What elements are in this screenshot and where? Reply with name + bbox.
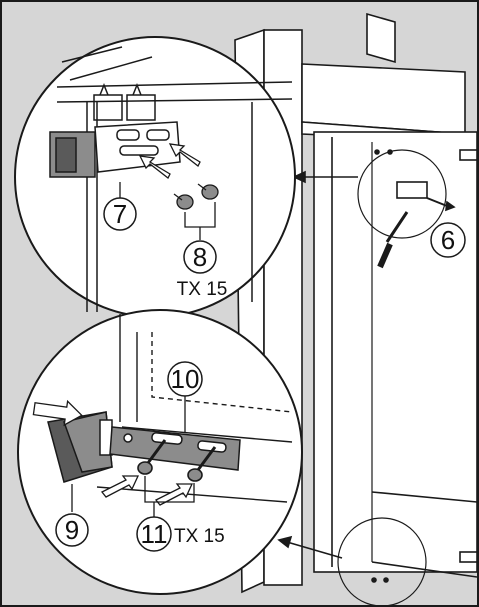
zoom-leader-top [292, 170, 358, 184]
callout-11-number: 11 [141, 519, 168, 549]
zoom-leader-bottom [277, 535, 343, 559]
callout-7-number: 7 [113, 199, 127, 229]
callout-11: 11 TX 15 [136, 516, 225, 552]
callout-6-number: 6 [441, 225, 455, 255]
callout-9: 9 [55, 513, 89, 547]
callout-7: 7 [103, 197, 137, 231]
callout-8: 8 TX 15 [177, 240, 228, 300]
detail-panel-top [14, 36, 296, 318]
screws-part-11 [137, 439, 217, 482]
detail-panel-bottom [17, 309, 303, 595]
zoom-circle-top [357, 149, 447, 239]
callout-8-tool-label: TX 15 [177, 279, 228, 300]
insert-arrow-bottom-left [32, 399, 83, 427]
insert-arrows-bottom [100, 475, 194, 506]
callout-8-number: 8 [193, 242, 207, 272]
bracket-part-9 [47, 411, 113, 483]
callout-10-number: 10 [171, 364, 200, 394]
callout-9-number: 9 [65, 515, 79, 545]
bracket-part-7 [49, 121, 181, 178]
insert-arrows-top [138, 143, 201, 179]
callout-10: 10 [167, 361, 203, 397]
callout-6: 6 [430, 222, 466, 258]
callout-11-tool-label: TX 15 [174, 526, 225, 547]
screws-part-8 [173, 183, 219, 240]
zoom-circle-bottom [337, 517, 427, 605]
